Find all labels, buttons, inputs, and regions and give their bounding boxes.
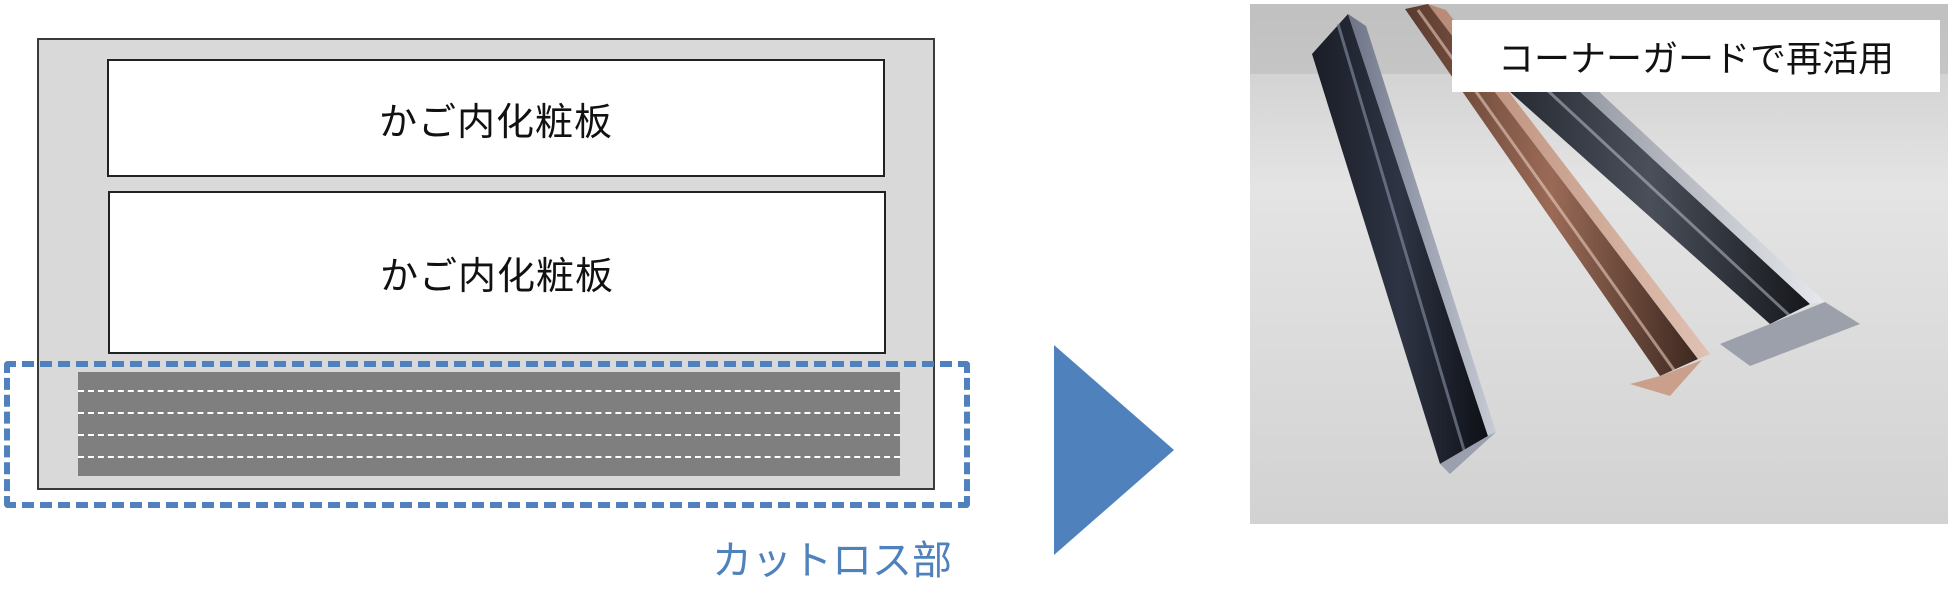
decorative-panel-1: かご内化粧板 <box>107 59 885 177</box>
panel-2-label: かご内化粧板 <box>380 245 614 300</box>
cut-loss-label: カットロス部 <box>712 528 952 586</box>
right-arrow-icon <box>1054 345 1174 555</box>
panel-1-label: かご内化粧板 <box>379 91 613 146</box>
photo-caption-label: コーナーガードで再活用 <box>1452 20 1940 92</box>
decorative-panel-2: かご内化粧板 <box>108 191 886 354</box>
cut-loss-highlight-frame <box>4 361 970 508</box>
